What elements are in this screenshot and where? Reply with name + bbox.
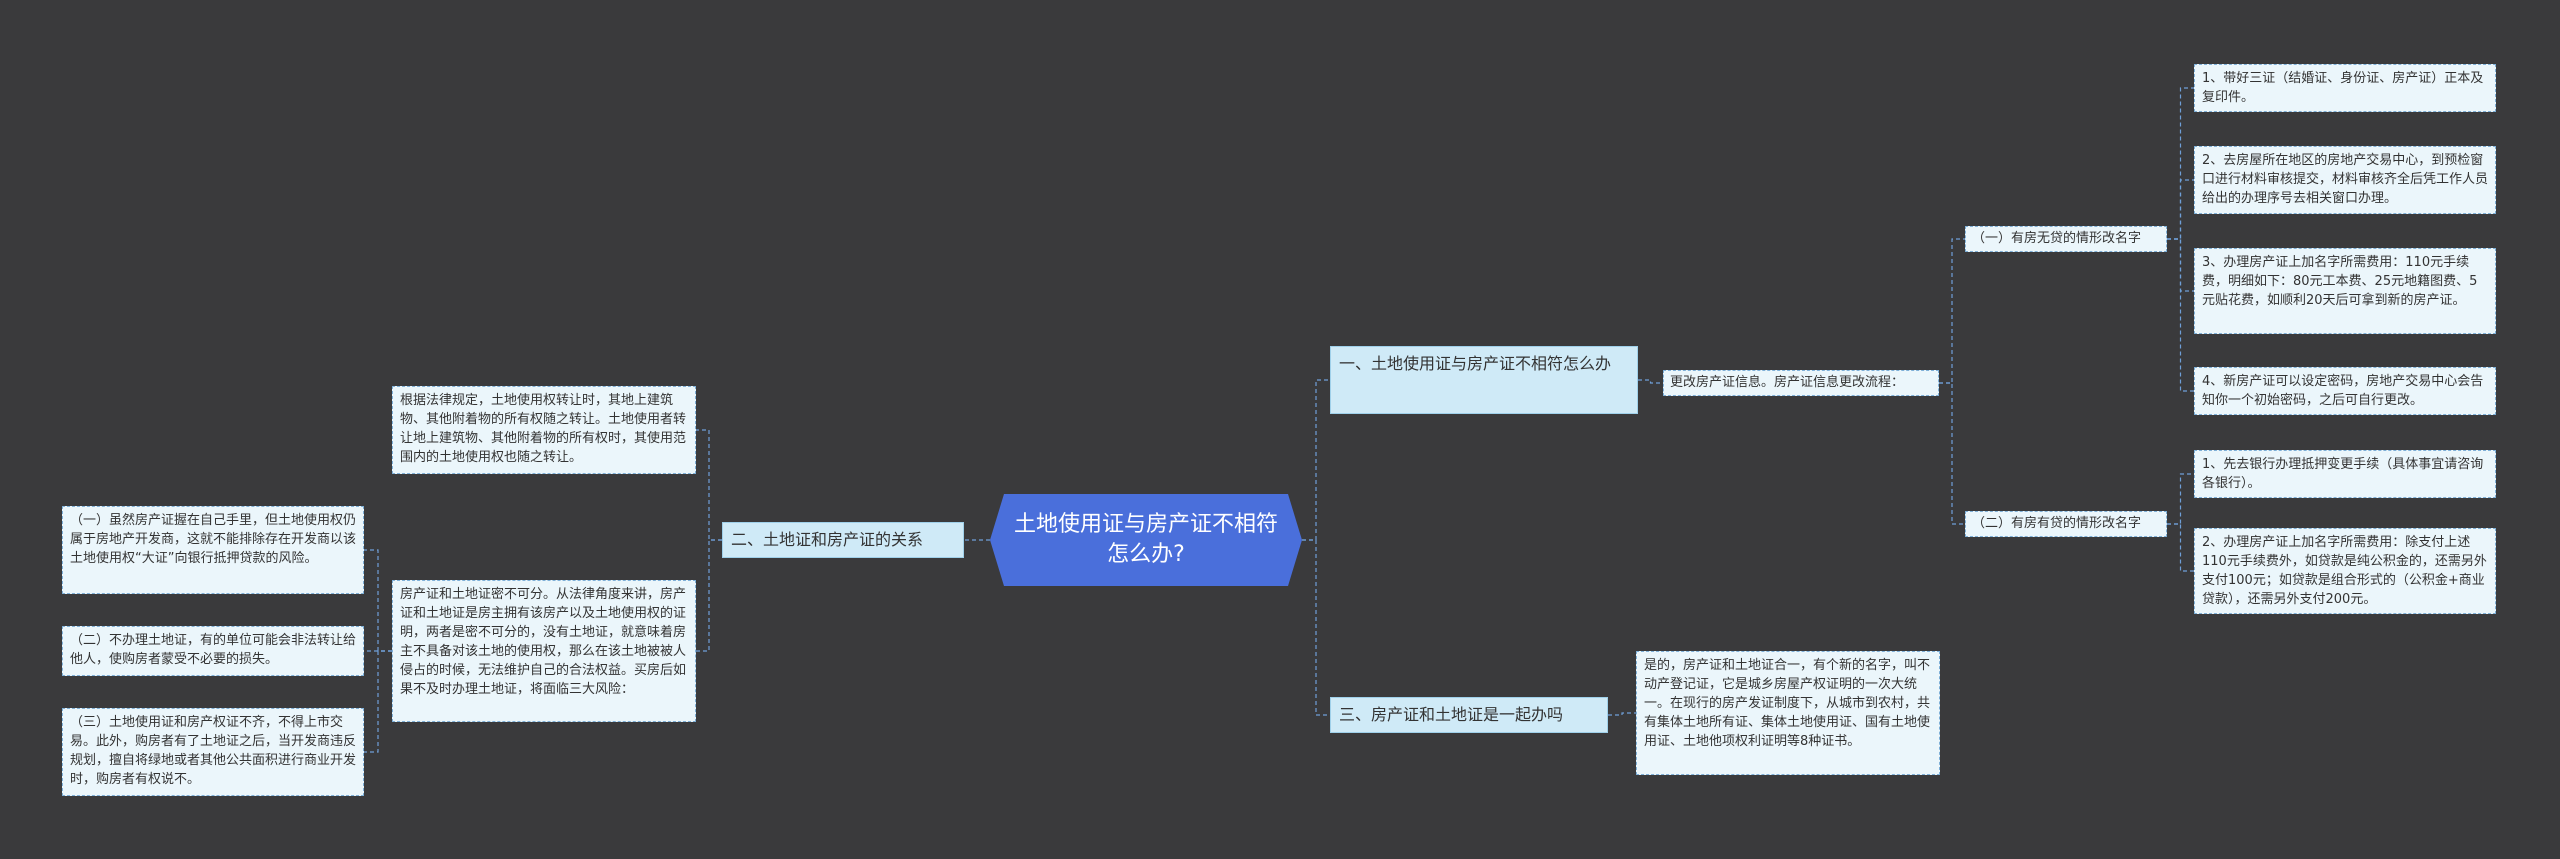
branch-relationship[interactable]: 二、土地证和房产证的关系 [722,522,964,558]
node-text: 1、先去银行办理抵押变更手续（具体事宜请咨询各银行）。 [2202,457,2484,491]
node-text: 4、新房产证可以设定密码，房地产交易中心会告知你一个初始密码，之后可自行更改。 [2202,374,2484,408]
connector-line [1638,379,1663,384]
law-note-node[interactable]: 根据法律规定，土地使用权转让时，其地上建筑物、其他附着物的所有权随之转让。土地使… [392,386,696,474]
step-node[interactable]: 2、去房屋所在地区的房地产交易中心，到预检窗口进行材料审核提交，材料审核齐全后凭… [2194,146,2496,214]
node-text: （一）有房无贷的情形改名字 [1972,231,2142,246]
risk-node[interactable]: （一）虽然房产证握在自己手里，但土地使用权仍属于房地产开发商，这就不能排除存在开… [62,506,364,594]
node-text: 根据法律规定，土地使用权转让时，其地上建筑物、其他附着物的所有权随之转让。土地使… [400,393,687,465]
connector-line [364,650,392,753]
relation-note-node[interactable]: 房产证和土地证密不可分。从法律角度来讲，房产证和土地证是房主拥有该房产以及土地使… [392,580,696,722]
step-node[interactable]: 1、带好三证（结婚证、身份证、房产证）正本及复印件。 [2194,64,2496,112]
case-no-loan-node[interactable]: （一）有房无贷的情形改名字 [1965,226,2167,252]
branch-title: 三、房产证和土地证是一起办吗 [1339,705,1564,724]
branch-title: 一、土地使用证与房产证不相符怎么办 [1339,354,1612,373]
node-text: 3、办理房产证上加名字所需费用：110元手续费，明细如下：80元工本费、25元地… [2202,255,2478,308]
connector-line [364,549,392,652]
root-topic-label: 土地使用证与房产证不相符怎么办? [1013,512,1278,567]
case-with-loan-node[interactable]: （二）有房有贷的情形改名字 [1965,511,2167,537]
connector-line [2167,238,2194,292]
node-text: 是的，房产证和土地证合一，有个新的名字，叫不动产登记证，它是城乡房屋产权证明的一… [1644,658,1931,749]
node-text: （二）有房有贷的情形改名字 [1972,516,2142,531]
branch-certificates-together[interactable]: 三、房产证和土地证是一起办吗 [1330,697,1608,733]
root-topic[interactable]: 土地使用证与房产证不相符怎么办? [990,494,1302,586]
node-text: 1、带好三证（结婚证、身份证、房产证）正本及复印件。 [2202,71,2484,105]
connector-line [1608,712,1636,716]
node-text: 2、去房屋所在地区的房地产交易中心，到预检窗口进行材料审核提交，材料审核齐全后凭… [2202,153,2489,206]
connector-line [2167,179,2194,240]
branch-land-certificate-mismatch[interactable]: 一、土地使用证与房产证不相符怎么办 [1330,346,1638,414]
connector-line [2167,87,2194,240]
step-node[interactable]: 2、办理房产证上加名字所需费用：除支付上述110元手续费外，如贷款是纯公积金的，… [2194,528,2496,614]
connector-line [2167,238,2194,392]
node-text: 更改房产证信息。房产证信息更改流程： [1670,375,1905,390]
node-text: 房产证和土地证密不可分。从法律角度来讲，房产证和土地证是房主拥有该房产以及土地使… [400,587,687,697]
node-text: （三）土地使用证和房产权证不齐，不得上市交易。此外，购房者有了土地证之后，当开发… [70,715,357,787]
connector-line [696,539,722,652]
step-node[interactable]: 4、新房产证可以设定密码，房地产交易中心会告知你一个初始密码，之后可自行更改。 [2194,367,2496,415]
connector-line [1302,539,1330,716]
connector-line [2167,473,2194,525]
connector-line [696,429,722,541]
node-text: （一）虽然房产证握在自己手里，但土地使用权仍属于房地产开发商，这就不能排除存在开… [70,513,357,566]
connector-line [1939,238,1965,384]
node-text: （二）不办理土地证，有的单位可能会非法转让给他人，使购房者蒙受不必要的损失。 [70,633,357,667]
risk-node[interactable]: （三）土地使用证和房产权证不齐，不得上市交易。此外，购房者有了土地证之后，当开发… [62,708,364,796]
connector-line [1302,379,1330,541]
answer-node[interactable]: 是的，房产证和土地证合一，有个新的名字，叫不动产登记证，它是城乡房屋产权证明的一… [1636,651,1940,775]
step-node[interactable]: 1、先去银行办理抵押变更手续（具体事宜请咨询各银行）。 [2194,450,2496,498]
node-text: 2、办理房产证上加名字所需费用：除支付上述110元手续费外，如贷款是纯公积金的，… [2202,535,2487,607]
step-node[interactable]: 3、办理房产证上加名字所需费用：110元手续费，明细如下：80元工本费、25元地… [2194,248,2496,334]
risk-node[interactable]: （二）不办理土地证，有的单位可能会非法转让给他人，使购房者蒙受不必要的损失。 [62,626,364,676]
change-info-node[interactable]: 更改房产证信息。房产证信息更改流程： [1663,370,1939,396]
connector-line [1939,382,1965,525]
branch-title: 二、土地证和房产证的关系 [731,530,924,549]
connector-line [2167,523,2194,572]
